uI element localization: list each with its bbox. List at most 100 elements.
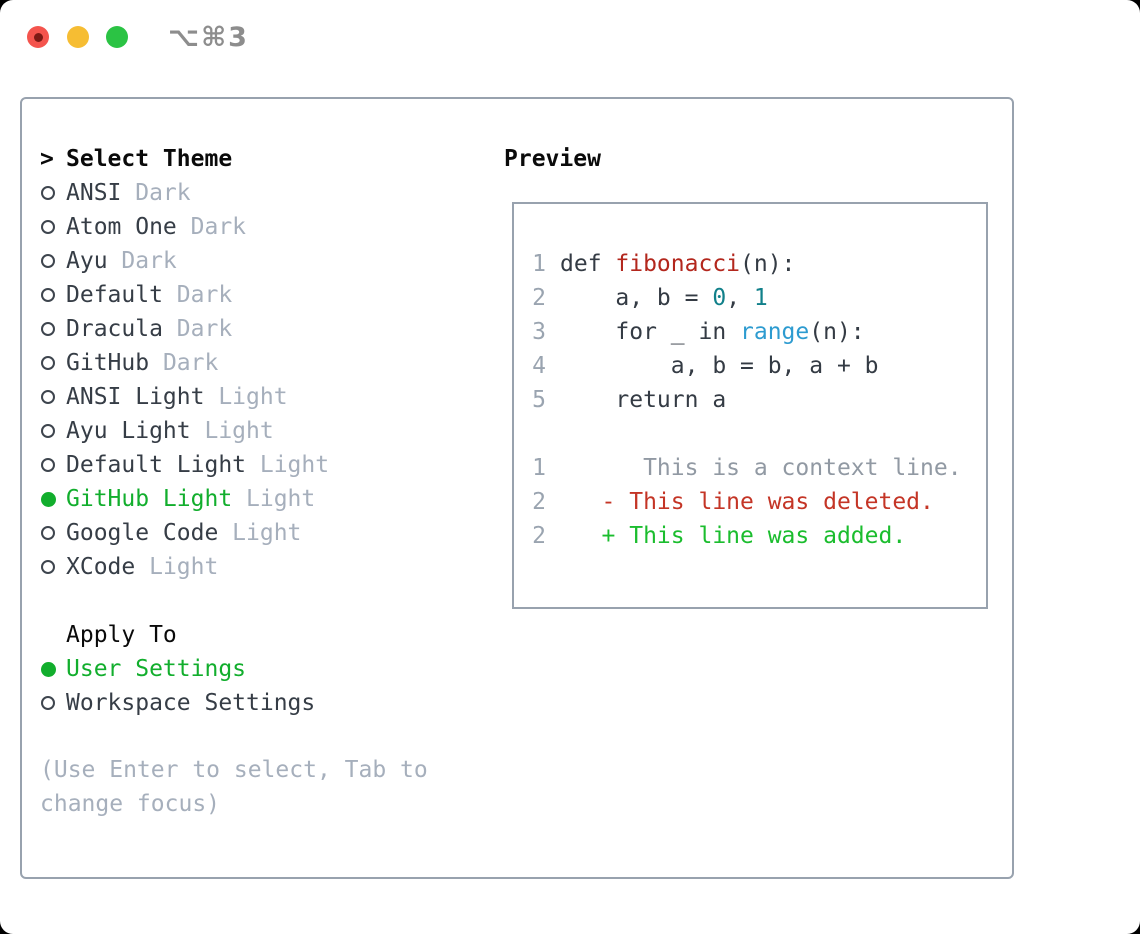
radio-unselected-icon	[41, 560, 55, 574]
radio-marker	[40, 390, 66, 404]
code-text: for _ in range(n):	[560, 319, 865, 345]
option-variant-label: Light	[259, 452, 330, 478]
radio-unselected-icon	[41, 186, 55, 200]
apply-option-workspace-settings[interactable]: Workspace Settings	[40, 686, 329, 720]
code-line	[532, 417, 986, 451]
option-label: Atom One	[66, 214, 177, 240]
line-number: 2	[532, 489, 546, 515]
theme-option-ansi-light[interactable]: ANSI Light Light	[40, 380, 329, 414]
option-variant-label: Light	[204, 418, 274, 444]
line-number: 5	[532, 387, 546, 413]
option-label: Google Code	[66, 520, 219, 546]
titlebar: ⌥⌘3	[0, 0, 1140, 64]
radio-unselected-icon	[41, 254, 55, 268]
line-number: 1	[532, 455, 546, 481]
radio-unselected-icon	[41, 288, 55, 302]
radio-marker	[40, 424, 66, 438]
code-text: def fibonacci(n):	[560, 251, 796, 277]
window-shortcut-label: ⌥⌘3	[168, 22, 249, 53]
radio-marker	[40, 526, 66, 540]
radio-unselected-icon	[41, 322, 55, 336]
code-line: 4 a, b = b, a + b	[532, 349, 986, 383]
line-number: 3	[532, 319, 546, 345]
apply-to-header: Apply To	[40, 618, 329, 652]
code-text: - This line was deleted.	[560, 489, 934, 515]
code-line: 3 for _ in range(n):	[532, 315, 986, 349]
option-variant-label: Dark	[135, 180, 191, 206]
code-line: 2 - This line was deleted.	[532, 485, 986, 519]
code-text: This is a context line.	[560, 455, 962, 481]
option-label: GitHub	[66, 350, 150, 376]
radio-marker	[40, 322, 66, 336]
theme-option-ayu[interactable]: Ayu Dark	[40, 244, 329, 278]
option-label: ANSI Light	[66, 384, 205, 410]
code-line: 2 a, b = 0, 1	[532, 281, 986, 315]
keyboard-hint: (Use Enter to select, Tab to change focu…	[40, 757, 428, 817]
code-line: 2 + This line was added.	[532, 519, 986, 553]
option-label: Default	[66, 282, 163, 308]
option-variant-label: Dark	[176, 316, 233, 342]
radio-unselected-icon	[41, 424, 55, 438]
preview-title: Preview	[504, 146, 601, 172]
radio-marker	[40, 356, 66, 370]
line-number: 2	[532, 523, 546, 549]
select-theme-header: > Select Theme	[40, 142, 329, 176]
close-button[interactable]	[27, 26, 49, 48]
radio-marker	[40, 186, 66, 200]
theme-option-github-light[interactable]: GitHub Light Light	[40, 482, 329, 516]
option-label: Ayu	[66, 248, 108, 274]
theme-option-default-light[interactable]: Default Light Light	[40, 448, 329, 482]
theme-option-default[interactable]: Default Dark	[40, 278, 329, 312]
zoom-button[interactable]	[106, 26, 128, 48]
code-text: a, b = b, a + b	[560, 353, 879, 379]
line-number: 1	[532, 251, 546, 277]
code-text: + This line was added.	[560, 523, 907, 549]
radio-unselected-icon	[41, 390, 55, 404]
apply-option-user-settings[interactable]: User Settings	[40, 652, 329, 686]
code-line: 1 def fibonacci(n):	[532, 247, 986, 281]
line-number: 4	[532, 353, 546, 379]
radio-marker	[40, 491, 66, 507]
radio-unselected-icon	[41, 220, 55, 234]
radio-unselected-icon	[41, 356, 55, 370]
option-variant-label: Light	[232, 520, 302, 546]
option-variant-label: Light	[149, 554, 219, 580]
radio-marker	[40, 458, 66, 472]
radio-marker	[40, 696, 66, 710]
prompt-caret-icon: >	[40, 146, 54, 172]
unsaved-indicator-dot	[33, 32, 43, 42]
option-variant-label: Dark	[121, 248, 177, 274]
option-variant-label: Light	[218, 384, 288, 410]
radio-marker	[40, 254, 66, 268]
theme-option-google-code[interactable]: Google Code Light	[40, 516, 329, 550]
code-text: return a	[560, 387, 727, 413]
apply-to-title: Apply To	[66, 622, 177, 648]
code-text: a, b = 0, 1	[560, 285, 768, 311]
option-label: ANSI	[66, 180, 122, 206]
code-line: 1 This is a context line.	[532, 451, 986, 485]
radio-selected-icon	[41, 491, 56, 507]
minimize-button[interactable]	[67, 26, 89, 48]
option-label: GitHub Light	[66, 486, 233, 512]
spacer	[40, 584, 329, 618]
line-number: 2	[532, 285, 546, 311]
radio-marker	[40, 288, 66, 302]
option-label: Workspace Settings	[66, 690, 316, 716]
option-label: Default Light	[66, 452, 247, 478]
radio-marker	[40, 220, 66, 234]
option-variant-label: Light	[246, 486, 316, 512]
option-variant-label: Dark	[176, 282, 233, 308]
theme-option-ansi[interactable]: ANSI Dark	[40, 176, 329, 210]
